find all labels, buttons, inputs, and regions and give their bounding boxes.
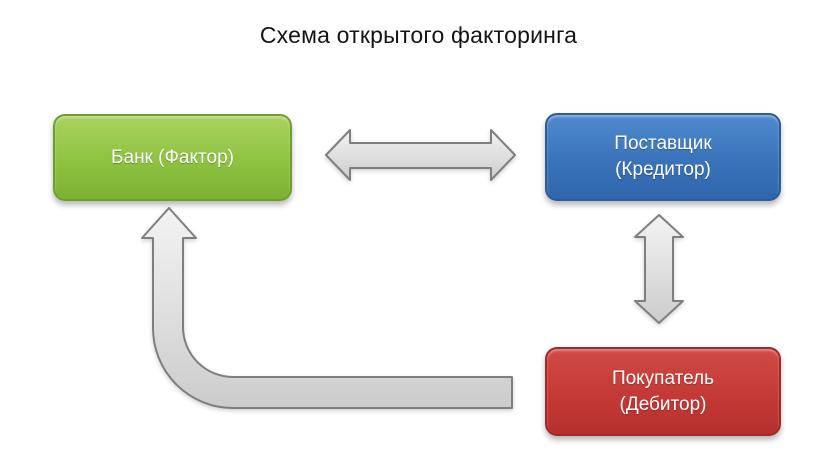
double-vertical-arrow-icon xyxy=(634,214,684,324)
node-supplier-creditor-label-line2: (Кредитор) xyxy=(615,159,711,180)
node-buyer-debtor-label-line2: (Дебитор) xyxy=(619,393,707,415)
node-supplier-creditor: Поставщик (Кредитор) xyxy=(545,113,781,201)
node-supplier-creditor-label-line1: Поставщик xyxy=(614,133,712,154)
node-buyer-debtor-label-line1: Покупатель xyxy=(611,367,715,389)
node-buyer-debtor: Покупатель (Дебитор) xyxy=(545,347,781,436)
node-bank-factor-label: Банк (Фактор) xyxy=(111,146,234,168)
double-horizontal-arrow-icon xyxy=(325,129,516,181)
diagram-title: Схема открытого факторинга xyxy=(259,22,578,48)
elbow-up-arrow-icon xyxy=(141,207,513,409)
node-bank-factor: Банк (Фактор) xyxy=(53,114,292,201)
